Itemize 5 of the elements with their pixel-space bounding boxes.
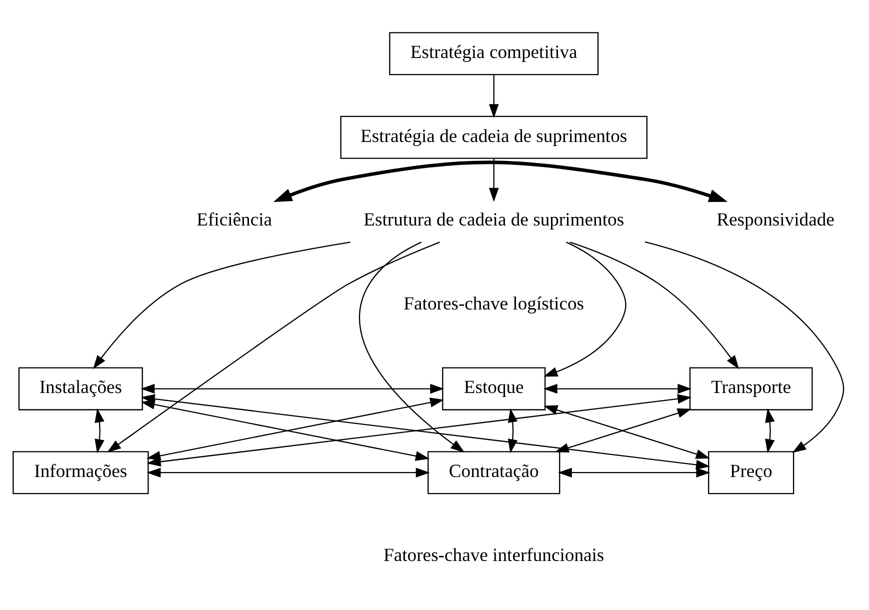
node-text: Estrutura de cadeia de suprimentos bbox=[364, 210, 624, 231]
node-text: Eficiência bbox=[196, 210, 272, 231]
node-text: Responsividade bbox=[716, 210, 834, 231]
label: Fatores-chave interfuncionais bbox=[384, 544, 604, 566]
label: Fatores-chave logísticos bbox=[404, 293, 584, 314]
